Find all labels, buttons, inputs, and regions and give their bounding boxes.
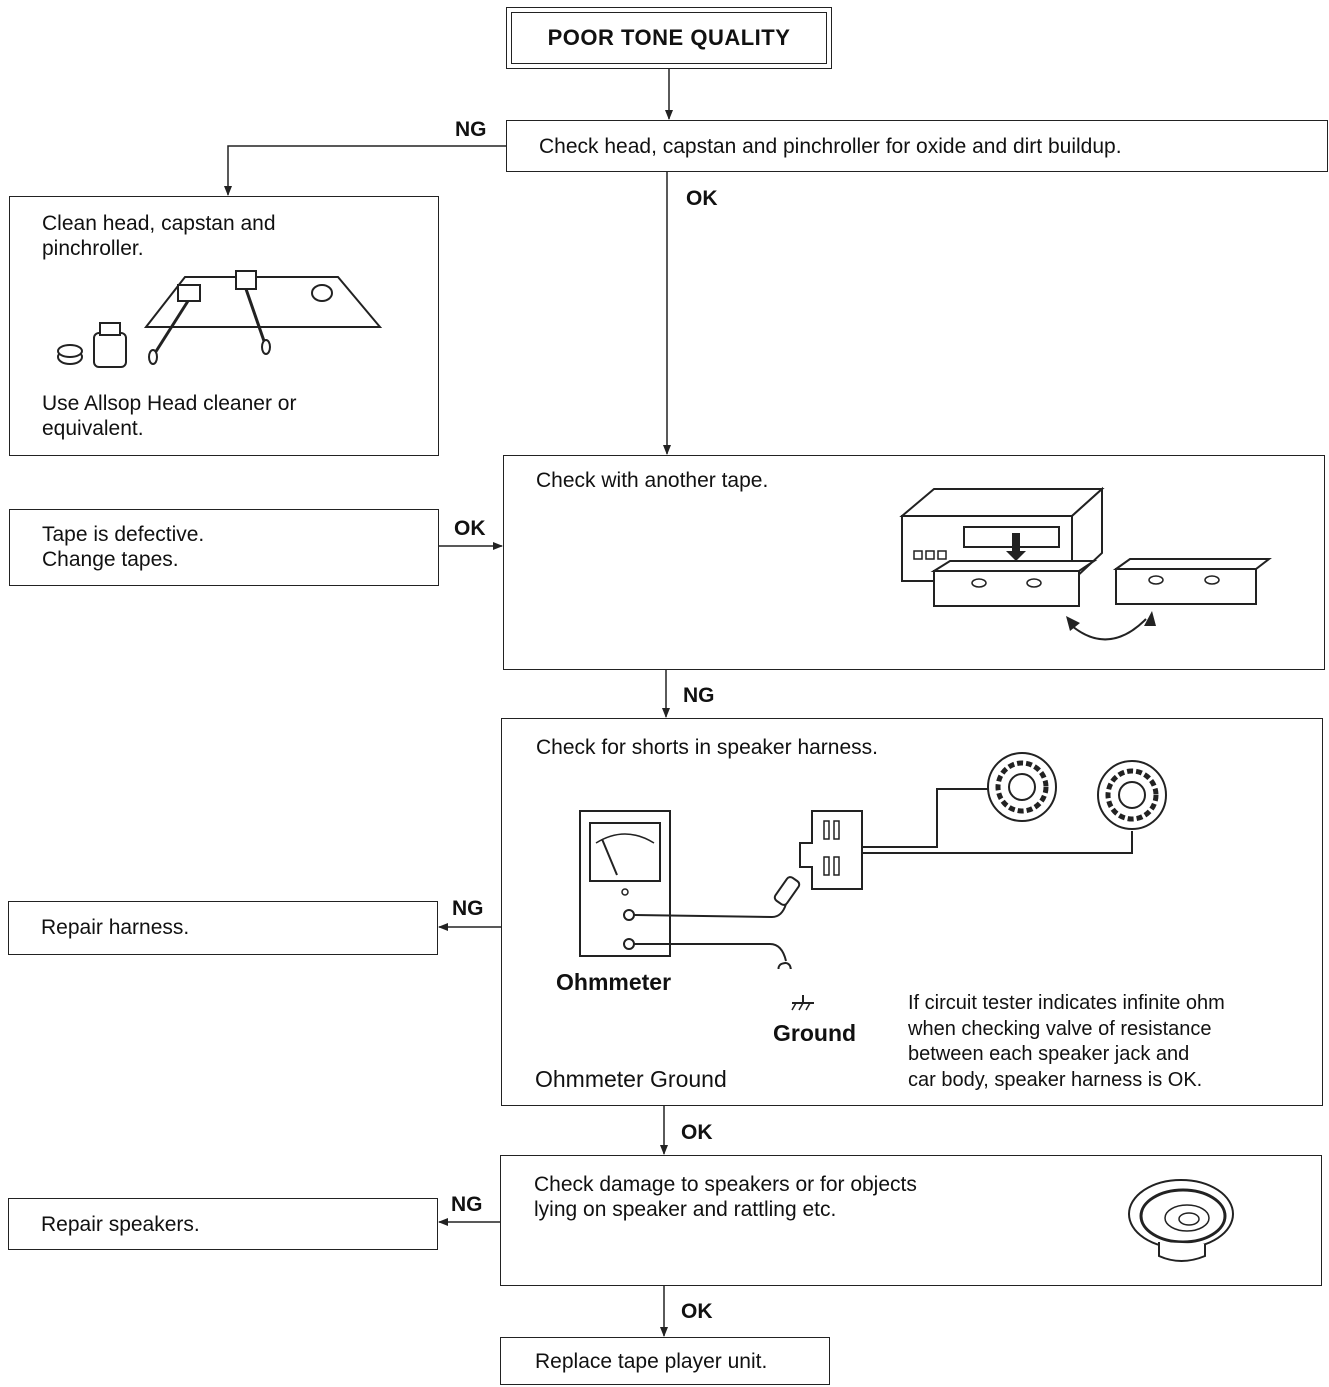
label-ok-1: OK — [686, 187, 718, 210]
step-speakers-box: Check damage to speakers or for objects … — [500, 1155, 1322, 1286]
repair-speakers-text: Repair speakers. — [41, 1213, 200, 1236]
clean-line-2: pinchroller. — [42, 237, 144, 260]
note-line-4: car body, speaker harness is OK. — [908, 1069, 1203, 1091]
step-speaker-harness-text: Check for shorts in speaker harness. — [536, 736, 878, 759]
label-ok-3: OK — [681, 1121, 713, 1144]
ground-label: Ground — [773, 1020, 857, 1046]
page-title: POOR TONE QUALITY — [511, 12, 827, 64]
tape-defective-line-2: Change tapes. — [42, 548, 179, 571]
label-ng-1: NG — [455, 118, 487, 141]
tape-defective-line-1: Tape is defective. — [42, 523, 205, 546]
step-another-tape-box: Check with another tape. — [503, 455, 1325, 670]
note-line-1: If circuit tester indicates infinite ohm — [908, 992, 1225, 1014]
clean-line-1: Clean head, capstan and — [42, 212, 276, 235]
ohmmeter-ground-caption: Ohmmeter Ground — [535, 1066, 727, 1092]
note-line-2: when checking valve of resistance — [908, 1018, 1212, 1040]
head-cleaning-illustration — [57, 270, 383, 368]
ohmmeter-label: Ohmmeter — [556, 969, 672, 995]
step-speakers-line-1: Check damage to speakers or for objects — [534, 1173, 917, 1196]
tape-deck-illustration — [899, 486, 1272, 641]
label-ok-4: OK — [681, 1300, 713, 1323]
label-ng-2: NG — [683, 684, 715, 707]
ground-icon — [791, 995, 814, 1011]
repair-harness-text: Repair harness. — [41, 916, 190, 939]
note-line-3: between each speaker jack and — [908, 1043, 1190, 1065]
step-speaker-harness-box: Check for shorts in speaker harness. Ohm… — [501, 718, 1323, 1106]
replace-unit-box: Replace tape player unit. — [500, 1337, 830, 1385]
step-speakers-line-2: lying on speaker and rattling etc. — [534, 1198, 837, 1221]
clean-line-3: Use Allsop Head cleaner or — [42, 392, 297, 415]
title-box: POOR TONE QUALITY — [506, 7, 832, 69]
repair-harness-box: Repair harness. — [8, 901, 438, 955]
speaker-icon — [1128, 1179, 1234, 1262]
label-ng-4: NG — [451, 1193, 483, 1216]
ohmmeter-harness-illustration — [579, 752, 1167, 969]
replace-unit-text: Replace tape player unit. — [535, 1350, 768, 1373]
step-another-tape-text: Check with another tape. — [536, 469, 769, 492]
label-ng-3: NG — [452, 897, 484, 920]
tape-defective-box: Tape is defective. Change tapes. — [9, 509, 439, 586]
step-check-head-box: Check head, capstan and pinchroller for … — [506, 120, 1328, 172]
repair-speakers-box: Repair speakers. — [8, 1198, 438, 1250]
clean-line-4: equivalent. — [42, 417, 144, 440]
label-ok-2: OK — [454, 517, 486, 540]
clean-head-box: Clean head, capstan and pinchroller. Use… — [9, 196, 439, 456]
step-check-head-text: Check head, capstan and pinchroller for … — [539, 135, 1122, 158]
